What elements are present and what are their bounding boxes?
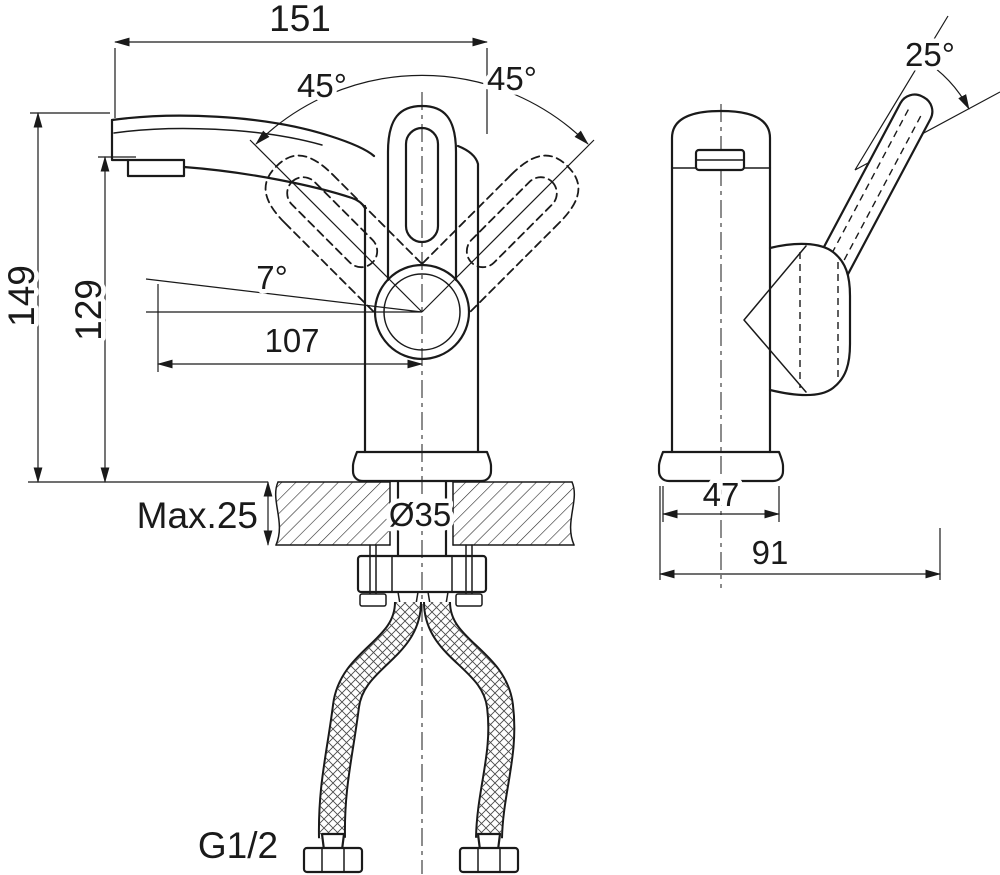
dim-thread-label: G1/2 [198, 825, 278, 866]
mount-hidden-lines [799, 252, 839, 388]
dim-height-extensions [28, 112, 268, 483]
handle-45-right [419, 154, 580, 315]
dim-hole-diameter-label: Ø35 [389, 496, 451, 533]
side-view [657, 93, 934, 483]
handle-pivot-inner [383, 273, 461, 351]
spout-inner-line [113, 127, 323, 146]
side-handle-mount [768, 242, 852, 397]
handle-slot [404, 126, 440, 244]
dim-151-extensions [114, 48, 488, 134]
handle-shaft [386, 104, 458, 282]
dim-spout-height-label: 129 [68, 279, 109, 341]
dim-spout-reach-label: 107 [264, 322, 319, 359]
dimension-labels: 151 45° 45° 25° 149 129 7° 107 Max.25 Ø3… [0, 0, 959, 871]
dim-overall-width-label: 151 [269, 0, 331, 39]
countertop-break-left [274, 481, 281, 546]
hose-end-fittings [302, 832, 520, 874]
mounting-nut-facets [391, 555, 453, 593]
handle-pivot-outer [373, 263, 471, 361]
fitting-nut-left [302, 846, 364, 874]
mounting-nut [356, 554, 488, 594]
dim-lever-angle-label: 25° [905, 36, 955, 73]
front-view [110, 104, 580, 874]
hose-right-braid [425, 601, 514, 839]
dim-25deg-arc [921, 58, 970, 110]
countertop-section [274, 481, 576, 546]
dim-overall-height-label: 149 [1, 265, 42, 327]
mounting-studs [369, 544, 473, 595]
dim-base-width-label: 47 [703, 476, 740, 513]
body-right-edge [456, 144, 480, 454]
mounting-hole-walls [389, 481, 454, 546]
base-flange-front [351, 450, 493, 483]
stud-foot-left [359, 593, 387, 607]
lever-hidden-lines [815, 109, 922, 291]
dimension-annotations [28, 15, 1000, 580]
dim-overall-depth-label: 91 [752, 534, 789, 571]
center-lines [421, 92, 722, 874]
dim-deck-thickness-label: Max.25 [137, 495, 258, 536]
stud-foot-right [455, 593, 483, 607]
dim-spout-tilt-label: 7° [256, 259, 288, 296]
dim-swing-right-label: 45° [487, 60, 537, 97]
handle-45-left [264, 154, 425, 315]
dim-45-rays [249, 139, 595, 313]
hose-left-braid [319, 601, 420, 839]
countertop-break-right [569, 481, 576, 546]
side-body-cap [670, 109, 772, 170]
spout-underside [182, 165, 367, 210]
spout-top-edge [110, 114, 376, 158]
fitting-nut-right [458, 846, 520, 874]
base-flange-side [657, 450, 785, 483]
countertop-hatch-left [275, 482, 390, 545]
aerator [126, 158, 186, 178]
fitting-nut-right-facets [477, 847, 501, 873]
mount-facet-lines [743, 245, 807, 393]
dim-45-arc [255, 74, 589, 145]
supply-hoses [317, 600, 516, 839]
dim-swing-left-label: 45° [297, 67, 347, 104]
fitting-nut-left-facets [321, 847, 345, 873]
threaded-shank [396, 480, 448, 558]
spout-tip [110, 118, 130, 162]
countertop-hatch-right [453, 482, 575, 545]
